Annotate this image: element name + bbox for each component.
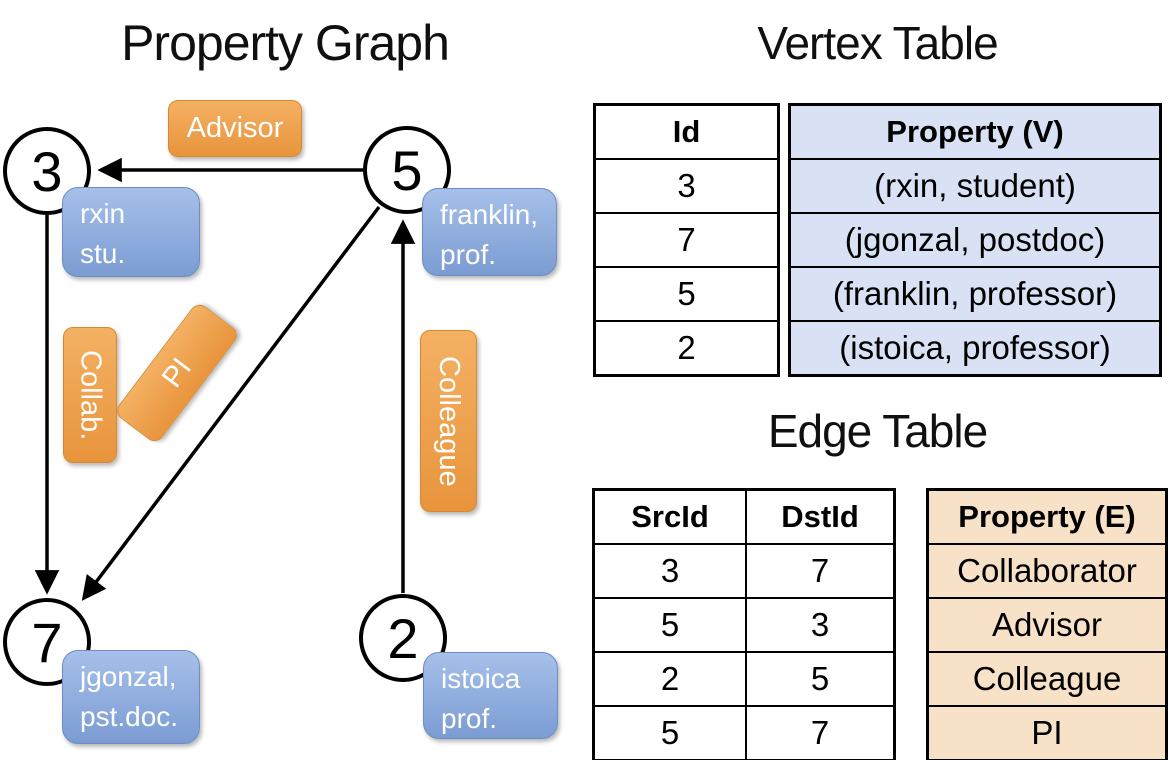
- node-2-id: 2: [387, 606, 419, 670]
- edge-label-colleague-text: Colleague: [433, 355, 465, 487]
- vertex-table-header-id: Id: [593, 103, 780, 160]
- vertex-property-cell: (jgonzal, postdoc): [788, 212, 1162, 268]
- vertex-table-property-column: Property (V) (rxin, student) (jgonzal, p…: [788, 103, 1162, 377]
- vertex-table: Id 3 7 5 2 Property (V) (rxin, student) …: [593, 103, 1162, 377]
- vertex-table-title: Vertex Table: [757, 17, 998, 69]
- table-row: Advisor: [926, 597, 1168, 653]
- edge-property-cell: PI: [926, 705, 1168, 760]
- vertex-property-cell: (franklin, professor): [788, 266, 1162, 322]
- table-row: (franklin, professor): [788, 266, 1162, 322]
- table-row: 3: [593, 158, 780, 214]
- table-row: Colleague: [926, 651, 1168, 707]
- vertex-property-cell: (rxin, student): [788, 158, 1162, 214]
- edge-src-cell: 3: [592, 543, 747, 599]
- vertex-id-cell: 5: [593, 266, 780, 322]
- vertex-property-box-7: jgonzal, pst.doc.: [62, 650, 200, 744]
- table-row: 3 7: [592, 543, 896, 599]
- vertex-property-box-2: istoica prof.: [423, 652, 558, 739]
- table-row: 5 3: [592, 597, 896, 653]
- table-row: PI: [926, 705, 1168, 760]
- vertex-id-cell: 7: [593, 212, 780, 268]
- edge-label-advisor: Advisor: [168, 100, 302, 157]
- vertex-property-box-5: franklin, prof.: [422, 188, 557, 276]
- vertex-property-box-7-line1: jgonzal,: [80, 661, 177, 692]
- edge-table-property-column: Property (E) Collaborator Advisor Collea…: [926, 488, 1168, 760]
- vertex-property-box-3-line1: rxin: [80, 198, 126, 229]
- node-7-id: 7: [31, 610, 63, 674]
- table-row: 2: [593, 320, 780, 377]
- edge-property-cell: Colleague: [926, 651, 1168, 707]
- vertex-property-box-5-line2: prof.: [440, 238, 497, 270]
- table-row: 5: [593, 266, 780, 322]
- node-3: 3: [3, 127, 91, 215]
- edge-label-collab: Collab.: [63, 327, 117, 463]
- table-row: Collaborator: [926, 543, 1168, 599]
- edge-label-colleague: Colleague: [420, 330, 477, 512]
- edge-src-cell: 5: [592, 597, 747, 653]
- edge-table-header-dstid: DstId: [745, 488, 896, 545]
- vertex-property-box-3-line2: stu.: [80, 237, 126, 269]
- edge-property-cell: Collaborator: [926, 543, 1168, 599]
- edge-table-header-row: SrcId DstId: [592, 488, 896, 545]
- edge-property-cell: Advisor: [926, 597, 1168, 653]
- vertex-property-box-2-line2: prof.: [441, 702, 498, 734]
- table-row: (rxin, student): [788, 158, 1162, 214]
- vertex-table-header-row: Property (V): [788, 103, 1162, 160]
- vertex-id-cell: 3: [593, 158, 780, 214]
- edge-label-collab-text: Collab.: [74, 349, 107, 441]
- table-row: (jgonzal, postdoc): [788, 212, 1162, 268]
- edge-label-advisor-text: Advisor: [186, 112, 284, 144]
- vertex-table-id-column: Id 3 7 5 2: [593, 103, 780, 377]
- graph-title: Property Graph: [121, 15, 450, 71]
- table-row: 7: [593, 212, 780, 268]
- vertex-property-box-2-line1: istoica: [441, 663, 521, 694]
- vertex-id-cell: 2: [593, 320, 780, 377]
- edge-dst-cell: 5: [745, 651, 896, 707]
- edge-table: SrcId DstId 3 7 5 3 2 5 5 7 Property (E): [592, 488, 1168, 760]
- edge-table-header-row: Property (E): [926, 488, 1168, 545]
- edge-label-pi-text: PI: [155, 352, 198, 394]
- edge-src-cell: 5: [592, 705, 747, 760]
- table-row: 5 7: [592, 705, 896, 760]
- edge-table-id-columns: SrcId DstId 3 7 5 3 2 5 5 7: [592, 488, 896, 760]
- vertex-table-header-row: Id: [593, 103, 780, 160]
- edge-src-cell: 2: [592, 651, 747, 707]
- edge-label-pi: PI: [113, 300, 241, 446]
- vertex-property-cell: (istoica, professor): [788, 320, 1162, 377]
- edge-table-header-srcid: SrcId: [592, 488, 747, 545]
- vertex-table-header-property: Property (V): [788, 103, 1162, 160]
- vertex-property-box-7-line2: pst.doc.: [80, 700, 179, 732]
- vertex-property-box-3: rxin stu.: [62, 187, 200, 277]
- vertex-property-box-5-line1: franklin,: [440, 199, 539, 230]
- table-row: 2 5: [592, 651, 896, 707]
- node-5-id: 5: [391, 138, 423, 202]
- node-3-id: 3: [31, 139, 63, 203]
- table-row: (istoica, professor): [788, 320, 1162, 377]
- edge-dst-cell: 7: [745, 543, 896, 599]
- node-5: 5: [363, 126, 451, 214]
- edge-dst-cell: 7: [745, 705, 896, 760]
- edge-table-title: Edge Table: [767, 405, 988, 457]
- edge-table-header-property: Property (E): [926, 488, 1168, 545]
- edge-dst-cell: 3: [745, 597, 896, 653]
